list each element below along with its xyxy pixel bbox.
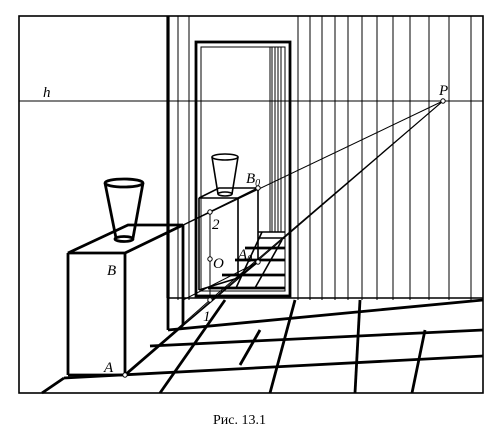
label-B: B — [107, 263, 116, 279]
reflected-vase — [211, 153, 239, 197]
wall-panel-lines — [188, 16, 472, 300]
label-B0: B0 — [246, 171, 260, 189]
cabinet — [66, 223, 185, 377]
picture-frame — [18, 15, 484, 394]
vase — [103, 177, 145, 243]
mirror-outer-frame — [194, 40, 292, 298]
label-h: h — [43, 85, 51, 101]
floor-tiles — [41, 298, 484, 395]
label-2: 2 — [212, 217, 220, 233]
cabinet-top — [67, 223, 184, 255]
label-O: O — [213, 256, 224, 272]
mirror-inner-frame — [200, 46, 286, 292]
label-A0: A0 — [237, 247, 252, 265]
construction-lines — [124, 100, 444, 376]
construction-points — [122, 98, 446, 378]
label-1: 1 — [203, 309, 211, 325]
label-P: P — [438, 83, 448, 99]
figure-caption: Рис. 13.1 — [213, 413, 266, 428]
label-A: A — [103, 360, 114, 376]
